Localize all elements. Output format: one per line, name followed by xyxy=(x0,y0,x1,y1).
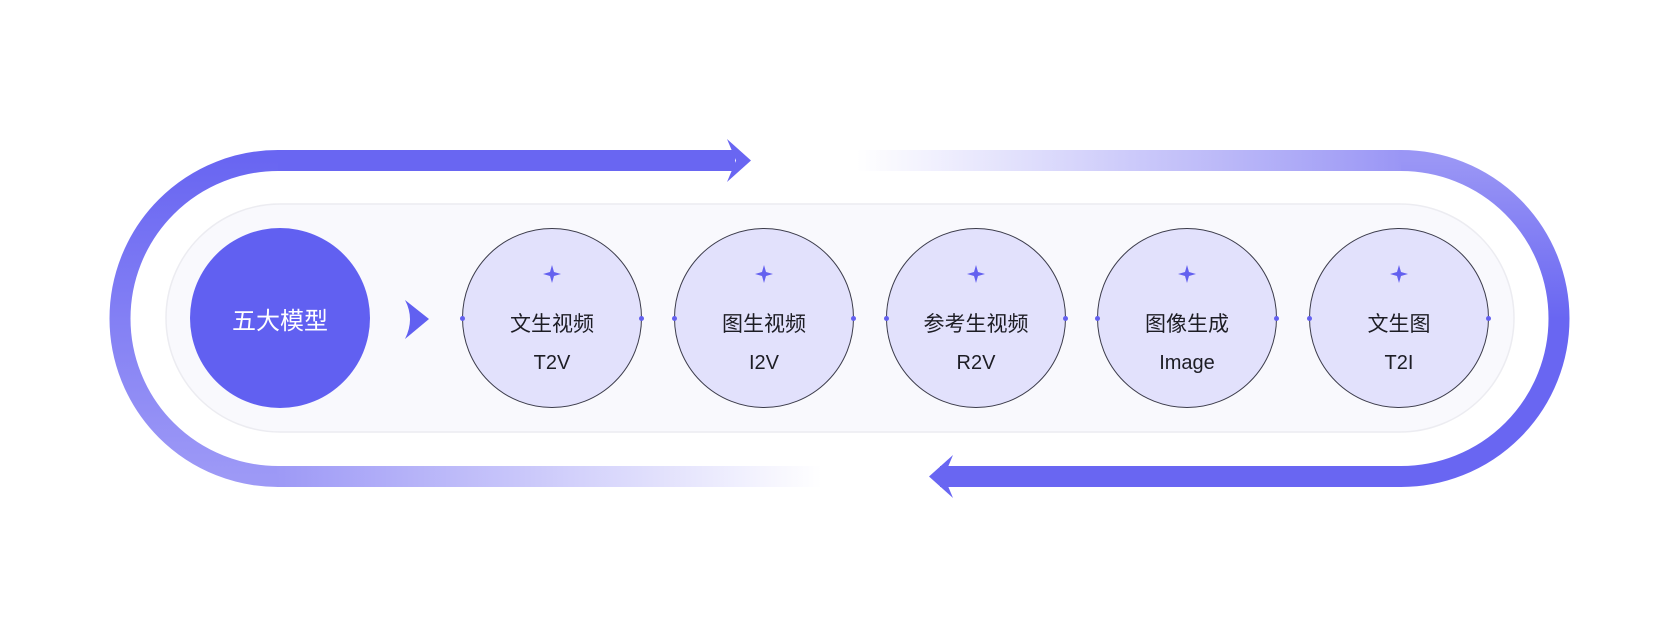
model-node: 图像生成 Image xyxy=(1095,228,1279,408)
sparkle-icon xyxy=(1178,265,1196,283)
center-label: 五大模型 xyxy=(232,306,328,335)
connector-dot xyxy=(851,316,856,321)
connector-dot xyxy=(1095,316,1100,321)
track-top-right xyxy=(857,150,1402,171)
arrow-left-icon xyxy=(929,455,953,498)
model-title: 图生视频 xyxy=(722,312,806,336)
track-left-arc xyxy=(109,150,279,487)
connector-dot xyxy=(884,316,889,321)
model-node: 文生图 T2I xyxy=(1307,228,1491,408)
model-code: T2I xyxy=(1384,352,1414,374)
connector-dot xyxy=(639,316,644,321)
track-bottom-left xyxy=(277,466,822,487)
model-title: 图像生成 xyxy=(1145,312,1229,336)
model-code: I2V xyxy=(748,352,780,374)
model-code: T2V xyxy=(533,352,571,374)
connector-dot xyxy=(1274,316,1279,321)
sparkle-icon xyxy=(967,265,985,283)
sparkle-icon xyxy=(543,265,561,283)
connector-dot xyxy=(1307,316,1312,321)
model-title: 文生图 xyxy=(1367,312,1431,336)
connector-dot xyxy=(1486,316,1491,321)
model-node: 图生视频 I2V xyxy=(672,228,856,408)
connector-dot xyxy=(1063,316,1068,321)
model-node: 参考生视频 R2V xyxy=(884,228,1068,408)
connector-dot xyxy=(672,316,677,321)
model-code: R2V xyxy=(956,352,996,374)
model-title: 参考生视频 xyxy=(923,312,1029,336)
chevron-right-icon xyxy=(405,300,429,339)
sparkle-icon xyxy=(1390,265,1408,283)
center-model-circle: 五大模型 xyxy=(190,228,370,408)
model-code: Image xyxy=(1159,352,1215,374)
model-node: 文生视频 T2V xyxy=(460,228,644,408)
model-title: 文生视频 xyxy=(510,312,594,336)
sparkle-icon xyxy=(755,265,773,283)
connector-dot xyxy=(460,316,465,321)
arrow-right-icon xyxy=(727,139,751,182)
track-right-arc xyxy=(1400,150,1570,487)
